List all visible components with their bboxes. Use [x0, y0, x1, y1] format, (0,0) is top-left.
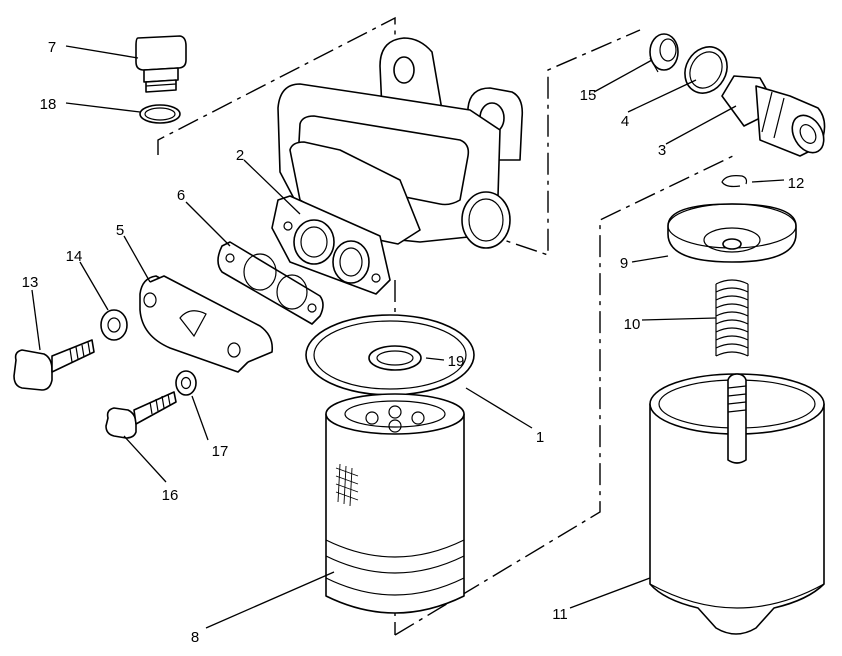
- part-13-bolt: [13, 339, 95, 391]
- leader-lines: [31, 45, 785, 629]
- part-19-o-ring: [368, 345, 422, 371]
- part-9-spring-seat: [667, 203, 797, 263]
- callout-14: 14: [66, 248, 83, 265]
- callout-11: 11: [552, 606, 568, 623]
- part-2-filter-head: [271, 37, 524, 295]
- callout-10: 10: [624, 316, 641, 333]
- callout-5: 5: [116, 222, 124, 239]
- part-8-filter-element: [325, 393, 465, 614]
- callout-1: 1: [536, 429, 544, 446]
- part-10-spring: [715, 279, 749, 357]
- callout-8: 8: [191, 629, 199, 646]
- callout-15: 15: [580, 87, 597, 104]
- part-5-flange: [139, 275, 274, 373]
- callout-17: 17: [212, 443, 229, 460]
- part-7-plug: [135, 35, 187, 93]
- part-6-gasket: [217, 241, 324, 325]
- callout-12: 12: [788, 175, 805, 192]
- part-12-clip: [721, 175, 748, 188]
- part-15-fitting: [649, 33, 679, 73]
- part-4-ring: [684, 46, 728, 94]
- callout-labels: 7 18 2 6 5 14 13 19 1 17 16 8 15 4 3 12 …: [22, 39, 805, 646]
- callout-3: 3: [658, 142, 666, 159]
- callout-13: 13: [22, 274, 39, 291]
- callout-4: 4: [621, 113, 629, 130]
- callout-19: 19: [448, 353, 465, 370]
- callout-18: 18: [40, 96, 57, 113]
- part-18-o-ring: [139, 104, 181, 124]
- part-3-connector: [721, 75, 826, 157]
- part-11-bowl: [649, 373, 825, 635]
- callout-6: 6: [177, 187, 185, 204]
- part-17-washer: [175, 370, 197, 396]
- callout-2: 2: [236, 147, 244, 164]
- callout-16: 16: [162, 487, 179, 504]
- callout-7: 7: [48, 39, 56, 56]
- part-16-bolt: [105, 391, 177, 439]
- part-14-washer: [100, 309, 128, 341]
- callout-9: 9: [620, 255, 628, 272]
